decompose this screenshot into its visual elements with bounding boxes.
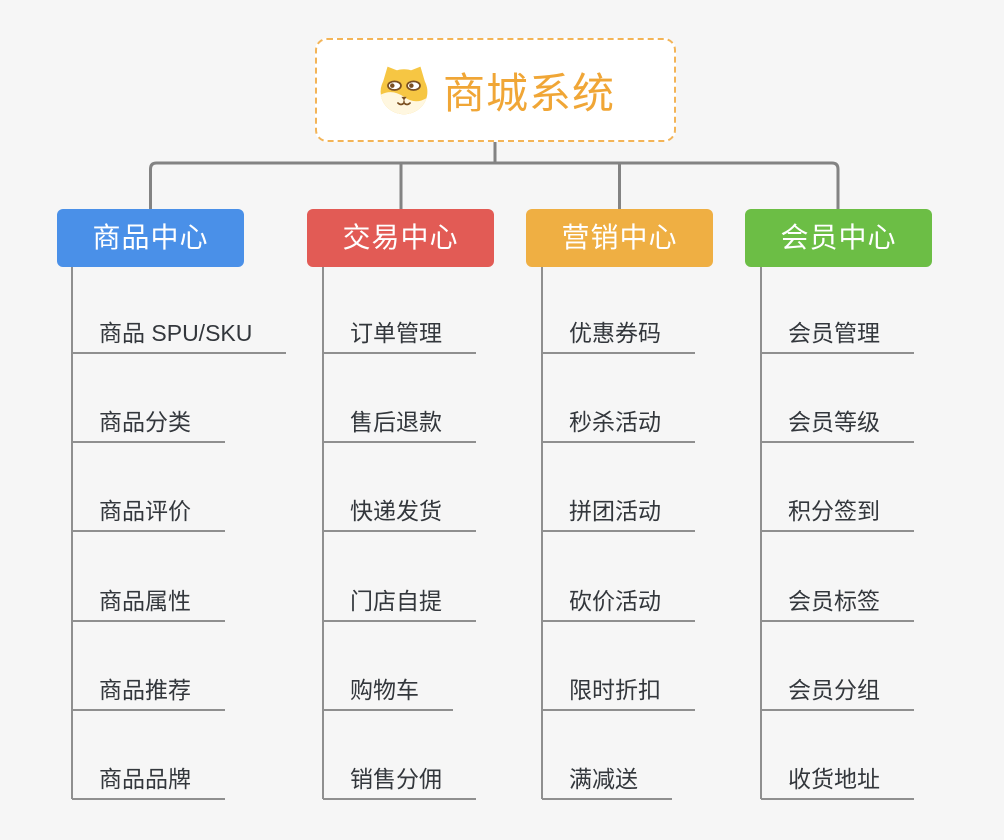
branch-trunk-line xyxy=(322,267,324,799)
leaf-node[interactable]: 商品评价 xyxy=(72,494,225,532)
branch-trunk-line xyxy=(760,267,762,799)
leaf-node[interactable]: 商品分类 xyxy=(72,405,225,443)
leaf-node[interactable]: 砍价活动 xyxy=(542,584,695,622)
leaf-node[interactable]: 门店自提 xyxy=(323,584,476,622)
branch-trunk-line xyxy=(71,267,73,799)
leaf-node[interactable]: 销售分佣 xyxy=(323,762,476,800)
leaf-node[interactable]: 售后退款 xyxy=(323,405,476,443)
leaf-node[interactable]: 订单管理 xyxy=(323,316,476,354)
leaf-node[interactable]: 快递发货 xyxy=(323,494,476,532)
leaf-node[interactable]: 满减送 xyxy=(542,762,672,800)
leaf-node[interactable]: 商品推荐 xyxy=(72,673,225,711)
leaf-node[interactable]: 会员标签 xyxy=(761,584,914,622)
dog-face-icon xyxy=(376,64,432,116)
leaf-node[interactable]: 商品 SPU/SKU xyxy=(72,316,287,354)
branch-header[interactable]: 会员中心 xyxy=(745,209,932,267)
leaf-node[interactable]: 会员等级 xyxy=(761,405,914,443)
leaf-node[interactable]: 购物车 xyxy=(323,673,453,711)
leaf-node[interactable]: 积分签到 xyxy=(761,494,914,532)
branch-header[interactable]: 营销中心 xyxy=(526,209,713,267)
leaf-node[interactable]: 秒杀活动 xyxy=(542,405,695,443)
root-node[interactable]: 商城系统 xyxy=(315,38,676,142)
leaf-node[interactable]: 限时折扣 xyxy=(542,673,695,711)
leaf-node[interactable]: 优惠券码 xyxy=(542,316,695,354)
leaf-node[interactable]: 商品属性 xyxy=(72,584,225,622)
leaf-node[interactable]: 会员分组 xyxy=(761,673,914,711)
branch-rail-line xyxy=(149,161,840,210)
root-label: 商城系统 xyxy=(442,69,615,117)
leaf-node[interactable]: 商品品牌 xyxy=(72,762,225,800)
leaf-node[interactable]: 会员管理 xyxy=(761,316,914,354)
branch-trunk-line xyxy=(541,267,543,799)
leaf-node[interactable]: 收货地址 xyxy=(761,762,914,800)
branch-header[interactable]: 交易中心 xyxy=(307,209,494,267)
leaf-node[interactable]: 拼团活动 xyxy=(542,494,695,532)
branch-header[interactable]: 商品中心 xyxy=(57,209,244,267)
